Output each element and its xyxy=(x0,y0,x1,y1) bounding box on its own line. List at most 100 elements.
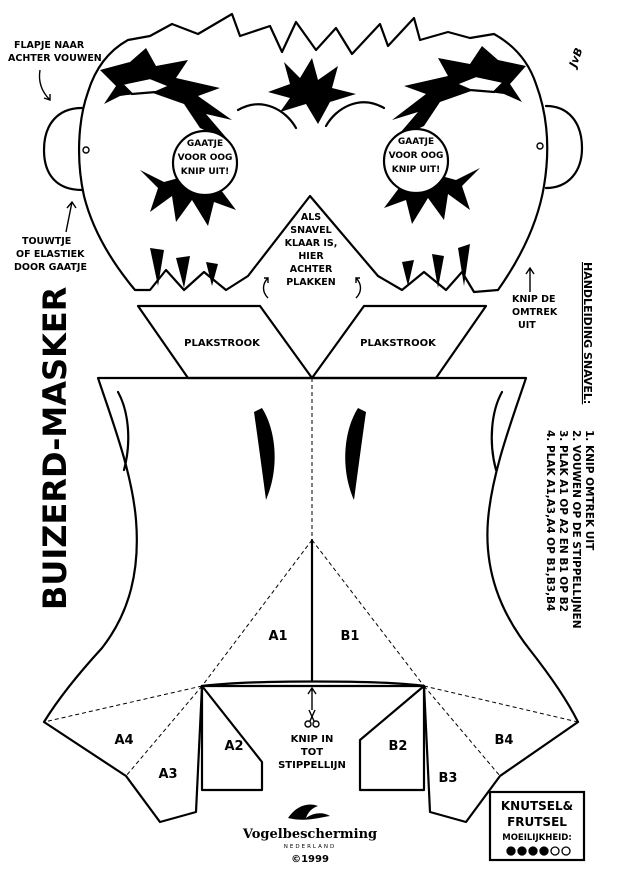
svg-text:SNAVEL: SNAVEL xyxy=(290,225,331,236)
arrow-icon xyxy=(525,266,535,292)
b2-panel xyxy=(358,684,426,792)
svg-text:A4: A4 xyxy=(114,733,133,748)
difficulty-badge: KNUTSEL& FRUTSEL MOEILIJKHEID: xyxy=(488,790,586,862)
svg-text:KNIP IN: KNIP IN xyxy=(291,734,334,745)
svg-text:KLAAR IS,: KLAAR IS, xyxy=(285,238,338,249)
difficulty-dot-filled xyxy=(517,846,527,856)
difficulty-dot-empty xyxy=(550,846,560,856)
svg-text:ALS: ALS xyxy=(301,212,321,223)
difficulty-label: MOEILIJKHEID: xyxy=(502,833,572,843)
arrow-icon xyxy=(65,200,77,233)
difficulty-dot-filled xyxy=(539,846,549,856)
right-cheek-stroke xyxy=(490,390,504,472)
svg-text:B2: B2 xyxy=(389,739,408,754)
cut-outline-note: KNIP DE OMTREK UIT xyxy=(512,294,558,331)
svg-text:HIER: HIER xyxy=(298,251,324,262)
fold-line xyxy=(201,539,313,687)
fold-line xyxy=(423,685,501,777)
svg-text:FLAPJE NAAR: FLAPJE NAAR xyxy=(14,40,85,51)
svg-text:STIPPELLIJN: STIPPELLIJN xyxy=(278,760,346,771)
flap-fold-note: FLAPJE NAAR ACHTER VOUWEN xyxy=(8,40,102,64)
svg-text:JvB: JvB xyxy=(566,46,586,71)
a1-b1-base xyxy=(200,680,426,688)
beak-section-labels: A1 B1 A2 B2 A3 B3 A4 B4 xyxy=(114,629,513,786)
right-cheek-feathers xyxy=(384,168,480,224)
difficulty-dot-filled xyxy=(506,846,516,856)
arrow-icon xyxy=(307,686,317,710)
fold-line xyxy=(43,685,203,723)
left-brow-feathers xyxy=(100,48,232,142)
svg-text:B3: B3 xyxy=(439,771,458,786)
scissors-icon xyxy=(304,709,320,728)
svg-text:KNIP UIT!: KNIP UIT! xyxy=(392,165,441,175)
svg-text:A3: A3 xyxy=(158,767,177,782)
svg-text:ACHTER VOUWEN: ACHTER VOUWEN xyxy=(8,53,102,64)
left-string-hole xyxy=(82,146,90,154)
brow-line-left xyxy=(236,103,298,130)
cut-to-dotted-note: KNIP IN TOT STIPPELLIJN xyxy=(278,734,346,771)
badge-line1: KNUTSEL& xyxy=(501,799,573,813)
svg-text:GAATJE: GAATJE xyxy=(398,137,434,147)
svg-text:B4: B4 xyxy=(495,733,514,748)
right-eye-hole[interactable] xyxy=(382,127,450,195)
svg-text:DOOR GAATJE: DOOR GAATJE xyxy=(14,262,87,273)
brow-line-right xyxy=(324,101,386,128)
fold-line xyxy=(423,685,579,723)
difficulty-dot-empty xyxy=(561,846,571,856)
bird-logo-icon xyxy=(288,804,330,820)
left-eye-label: GAATJE VOOR OOG KNIP UIT! xyxy=(178,139,233,177)
svg-text:A2: A2 xyxy=(224,739,243,754)
svg-text:A1: A1 xyxy=(268,629,287,644)
centre-crest xyxy=(268,58,356,124)
right-ear-flap xyxy=(544,104,584,190)
arrow-icon xyxy=(262,277,269,299)
instruction-step: 4. PLAK A1,A3,A4 OP B1,B3,B4 xyxy=(544,430,556,611)
left-eye-hole[interactable] xyxy=(171,129,239,197)
svg-text:GAATJE: GAATJE xyxy=(187,139,223,149)
fold-line xyxy=(311,539,425,687)
left-nostril xyxy=(254,408,275,500)
svg-text:OF ELASTIEK: OF ELASTIEK xyxy=(16,249,85,260)
difficulty-dot-filled xyxy=(528,846,538,856)
svg-text:KNIP UIT!: KNIP UIT! xyxy=(181,167,230,177)
instruction-step: 3. PLAK A1 OP A2 EN B1 OP B2 xyxy=(557,430,569,612)
svg-text:OMTREK: OMTREK xyxy=(512,307,558,318)
mask-cutout xyxy=(42,12,584,294)
svg-text:UIT: UIT xyxy=(518,320,536,331)
right-string-hole xyxy=(536,142,544,150)
left-ear-flap xyxy=(42,106,84,192)
svg-text:PLAKKEN: PLAKKEN xyxy=(286,277,336,288)
a2-panel xyxy=(200,684,264,792)
page-title: BUIZERD-MASKER xyxy=(36,287,74,610)
string-note: TOUWTJE OF ELASTIEK DOOR GAATJE xyxy=(14,236,87,273)
difficulty-rating xyxy=(506,846,571,856)
publisher-name: Vogelbescherming xyxy=(242,827,377,842)
publisher-sub: NEDERLAND xyxy=(284,844,336,850)
instructions: HANDLEIDING SNAVEL: 1. KNIP OMTREK UIT 2… xyxy=(544,262,595,629)
copyright: ©1999 xyxy=(291,854,329,865)
mask-outline xyxy=(78,12,549,294)
right-brow-inner xyxy=(453,74,507,94)
svg-text:B1: B1 xyxy=(341,629,360,644)
glue-strip-right-label: PLAKSTROOK xyxy=(360,338,437,349)
right-eye-label: GAATJE VOOR OOG KNIP UIT! xyxy=(389,137,444,175)
fold-line xyxy=(125,685,203,777)
svg-text:VOOR OOG: VOOR OOG xyxy=(389,151,444,161)
svg-text:ACHTER: ACHTER xyxy=(290,264,333,275)
left-cheek-stroke xyxy=(116,390,130,472)
beak-glue-note: ALS SNAVEL KLAAR IS, HIER ACHTER PLAKKEN xyxy=(285,212,338,288)
beak-cutout xyxy=(42,376,580,824)
bottom-feather-strokes xyxy=(150,244,470,288)
badge-line2: FRUTSEL xyxy=(507,815,567,829)
arrow-icon xyxy=(355,277,362,299)
instruction-step: 1. KNIP OMTREK UIT xyxy=(583,430,595,551)
artist-signature: JvB xyxy=(566,46,586,71)
right-nostril xyxy=(345,408,366,500)
glue-strip-left-label: PLAKSTROOK xyxy=(184,338,261,349)
svg-text:VOOR OOG: VOOR OOG xyxy=(178,153,233,163)
left-cheek-feathers xyxy=(140,170,236,226)
right-brow-feathers xyxy=(392,46,526,140)
arrow-icon xyxy=(38,69,51,101)
instruction-step: 2. VOUWEN OP DE STIPPELLIJNEN xyxy=(570,430,582,629)
